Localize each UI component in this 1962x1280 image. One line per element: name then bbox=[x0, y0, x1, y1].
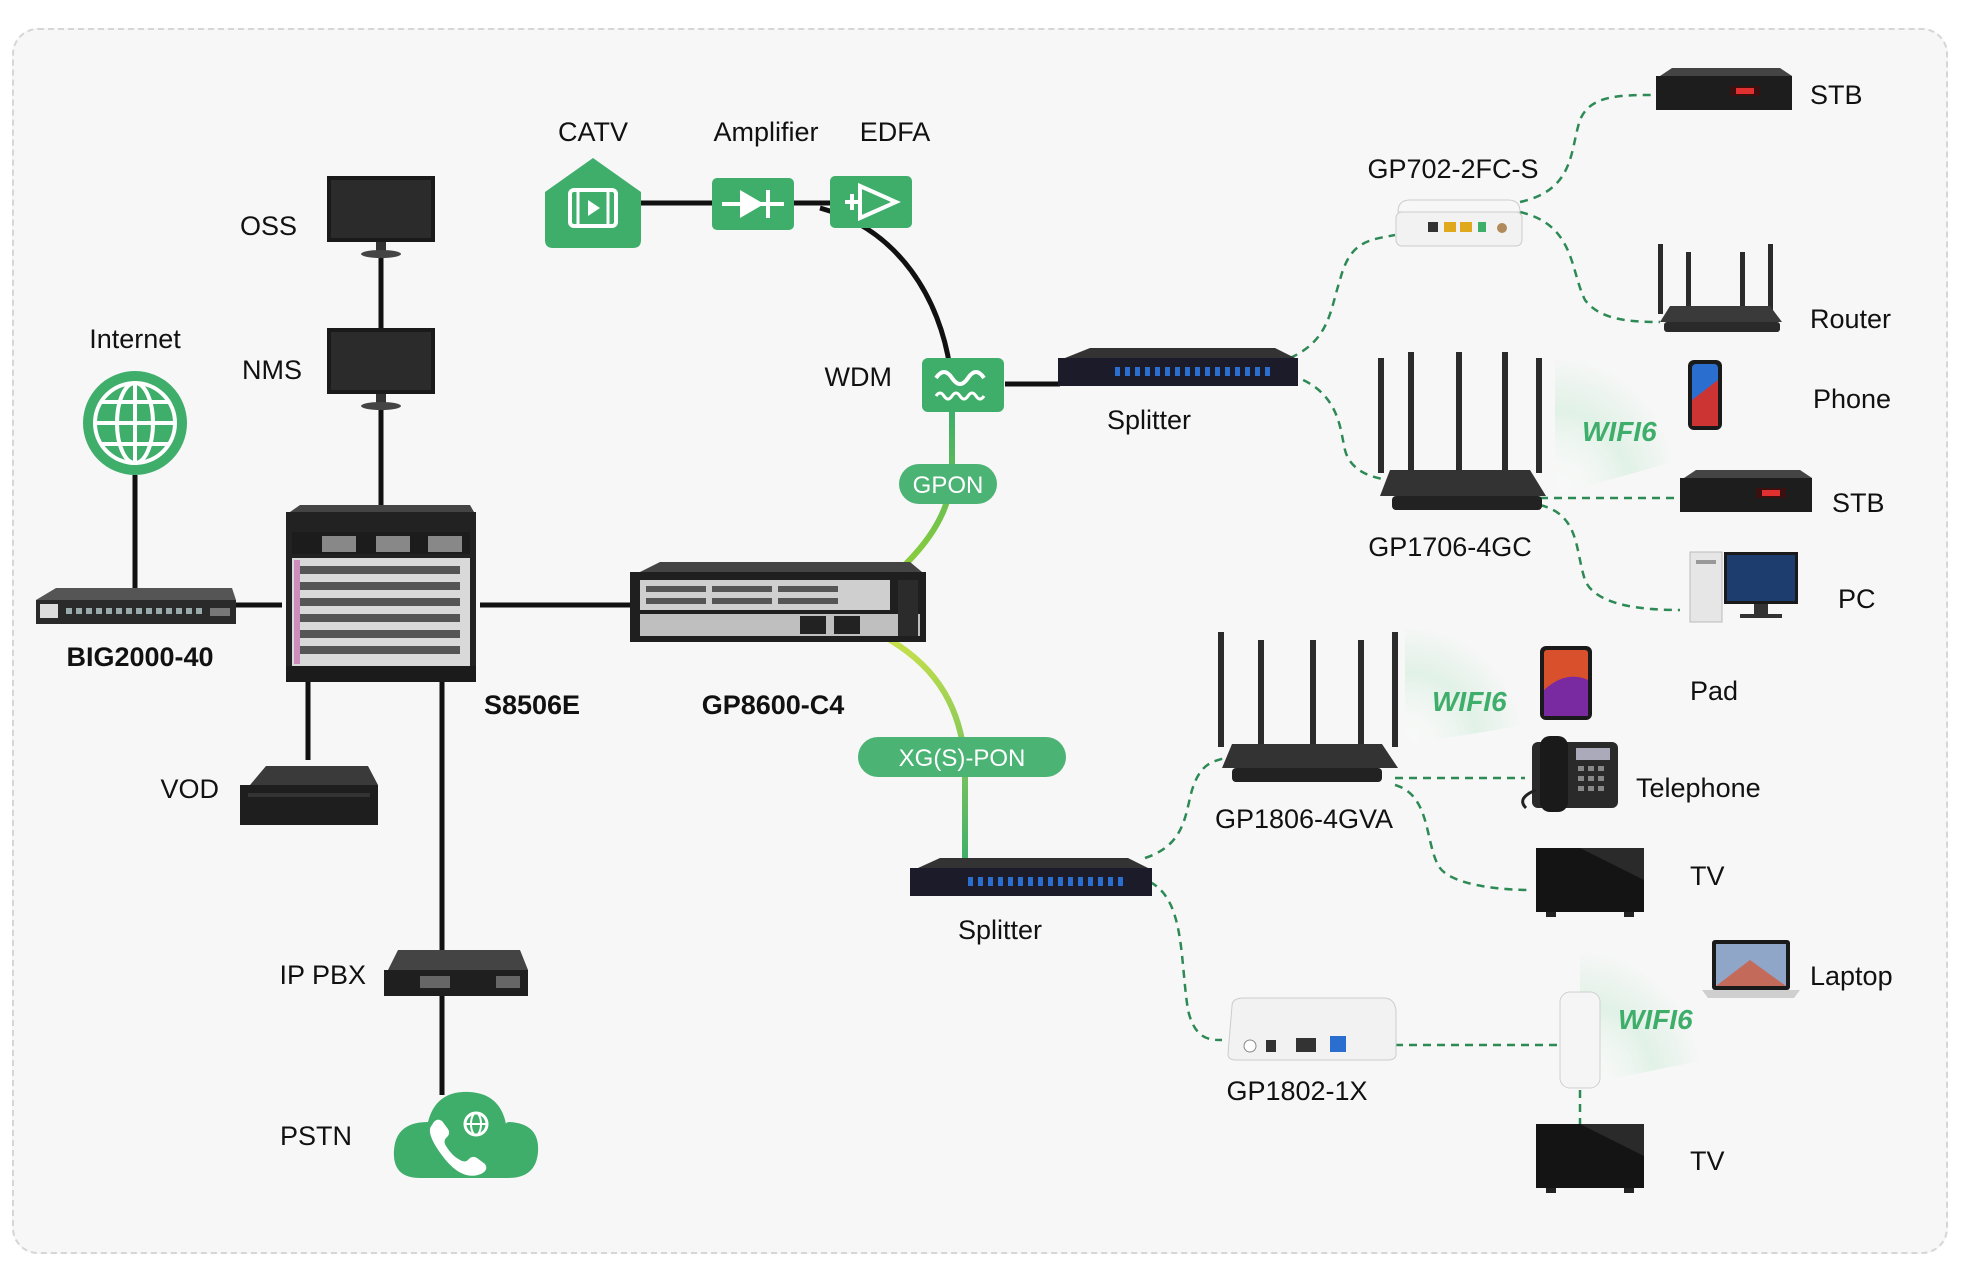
ip-pbx-icon bbox=[384, 950, 528, 996]
label-stb-2: STB bbox=[1832, 488, 1885, 518]
phone-icon bbox=[1688, 360, 1722, 430]
label-gp1802: GP1802-1X bbox=[1226, 1076, 1367, 1106]
gp1802-ont-icon bbox=[1227, 997, 1397, 1061]
label-gp702: GP702-2FC-S bbox=[1367, 154, 1538, 184]
dashed-links bbox=[1144, 93, 1681, 1125]
telephone-icon bbox=[1521, 736, 1618, 812]
gp702-ont-icon bbox=[1395, 199, 1523, 247]
amplifier-icon bbox=[712, 178, 794, 230]
label-telephone: Telephone bbox=[1636, 773, 1761, 803]
label-big2000: BIG2000-40 bbox=[66, 642, 213, 672]
splitter-bottom-icon bbox=[910, 858, 1152, 896]
tv-1-icon bbox=[1536, 848, 1644, 917]
label-ip-pbx: IP PBX bbox=[279, 960, 366, 990]
label-internet: Internet bbox=[89, 324, 181, 354]
gp1806-router-icon bbox=[1218, 632, 1398, 782]
globe-icon bbox=[83, 371, 187, 475]
wifi6-label-gp1706: WIFI6 bbox=[1582, 416, 1657, 447]
label-edfa: EDFA bbox=[860, 117, 931, 147]
wdm-icon bbox=[922, 358, 1004, 412]
wifi-glows bbox=[1405, 355, 1705, 1085]
dlink-splitter-gp1706 bbox=[1289, 373, 1391, 482]
stb-2-icon bbox=[1680, 470, 1812, 512]
router-icon bbox=[1658, 244, 1782, 332]
label-wdm: WDM bbox=[825, 362, 892, 392]
house-video-icon bbox=[545, 158, 641, 248]
label-splitter-bottom: Splitter bbox=[958, 915, 1042, 945]
label-router: Router bbox=[1810, 304, 1891, 334]
dlink-gp702-router bbox=[1519, 210, 1661, 324]
splitter-top-icon bbox=[1058, 348, 1298, 386]
dlink-gp1706-pc bbox=[1539, 503, 1681, 612]
stb-1-icon bbox=[1656, 68, 1792, 110]
xgspon-pill-label: XG(S)-PON bbox=[899, 745, 1026, 772]
ap-icon bbox=[1559, 991, 1601, 1089]
dlink-gp1806-tv bbox=[1394, 783, 1531, 892]
cloud-phone-icon bbox=[393, 1091, 539, 1178]
big2000-device-icon bbox=[36, 588, 236, 624]
s8506e-device-icon bbox=[286, 505, 476, 682]
dlink-splitter-gp1802 bbox=[1149, 880, 1223, 1042]
label-pad: Pad bbox=[1690, 676, 1738, 706]
xgspon-pill: XG(S)-PON bbox=[858, 737, 1066, 777]
label-amplifier: Amplifier bbox=[713, 117, 818, 147]
nms-monitor-icon bbox=[327, 328, 435, 410]
gp1706-router-icon bbox=[1378, 352, 1546, 510]
dlink-gp702-stb bbox=[1519, 93, 1656, 204]
wifi6-label-ap: WIFI6 bbox=[1618, 1004, 1693, 1035]
label-nms: NMS bbox=[242, 355, 302, 385]
label-pstn: PSTN bbox=[280, 1121, 352, 1151]
gp8600-device-icon bbox=[630, 562, 926, 642]
gpon-pill-label: GPON bbox=[913, 472, 984, 499]
pc-icon bbox=[1689, 551, 1798, 623]
label-vod: VOD bbox=[160, 774, 219, 804]
diagram-labels: CATV Amplifier EDFA WDM OSS NMS Internet… bbox=[66, 80, 1892, 1176]
vod-server-icon bbox=[240, 766, 378, 825]
tv-2-icon bbox=[1536, 1124, 1644, 1193]
label-splitter-top: Splitter bbox=[1107, 405, 1191, 435]
edfa-icon bbox=[830, 176, 912, 228]
gpon-pill: GPON bbox=[899, 464, 997, 504]
label-laptop: Laptop bbox=[1810, 961, 1893, 991]
label-oss: OSS bbox=[240, 211, 297, 241]
oss-monitor-icon bbox=[327, 176, 435, 258]
label-stb-1: STB bbox=[1810, 80, 1863, 110]
label-gp1706: GP1706-4GC bbox=[1368, 532, 1532, 562]
label-tv-2: TV bbox=[1690, 1146, 1725, 1176]
label-gp1806: GP1806-4GVA bbox=[1215, 804, 1393, 834]
label-pc: PC bbox=[1838, 584, 1876, 614]
label-gp8600: GP8600-C4 bbox=[702, 690, 845, 720]
wifi6-label-gp1806: WIFI6 bbox=[1432, 686, 1507, 717]
laptop-icon bbox=[1702, 940, 1800, 998]
dlink-splitter-gp1806 bbox=[1144, 756, 1226, 860]
dlink-splitter-gp702 bbox=[1289, 233, 1396, 360]
pad-icon bbox=[1540, 646, 1592, 720]
label-s8506e: S8506E bbox=[484, 690, 580, 720]
link-edfa-wdm bbox=[819, 205, 953, 369]
label-catv: CATV bbox=[558, 117, 628, 147]
solid-links bbox=[132, 200, 1060, 1095]
label-phone: Phone bbox=[1813, 384, 1891, 414]
label-tv-1: TV bbox=[1690, 861, 1725, 891]
